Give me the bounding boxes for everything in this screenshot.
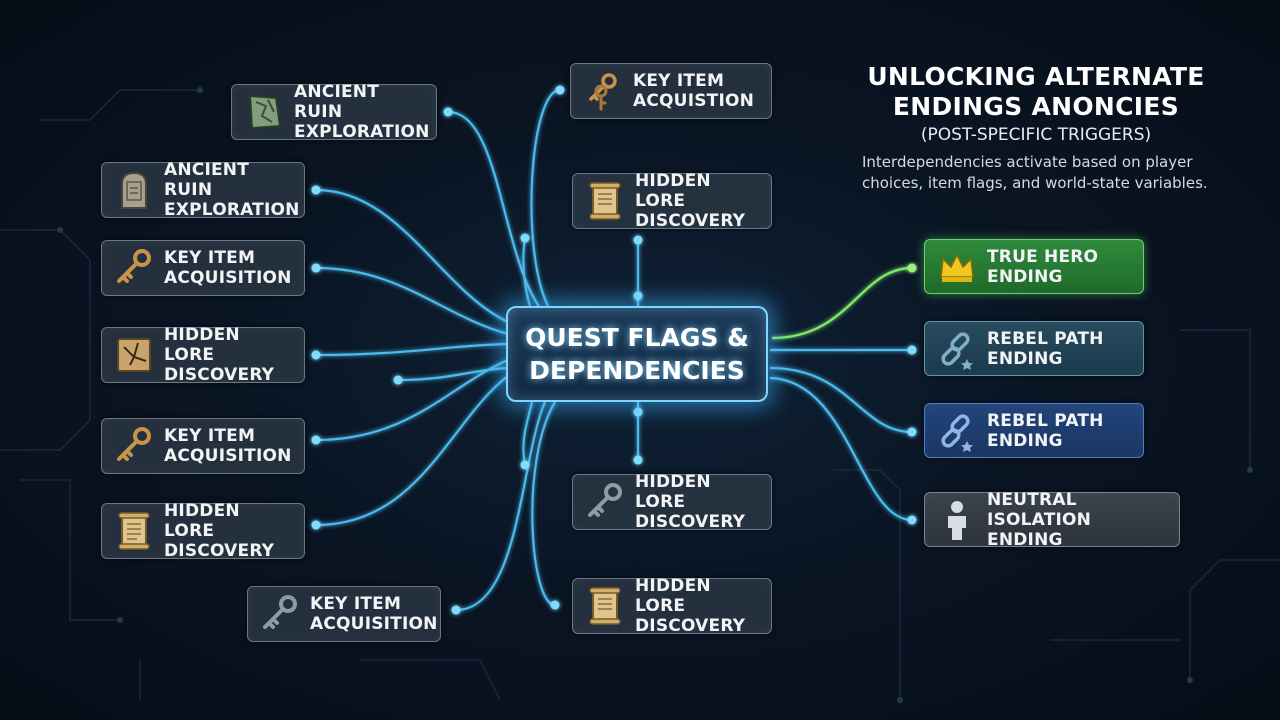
node-label: REBEL PATH ENDING xyxy=(987,328,1104,369)
input-node-key-item-2[interactable]: KEY ITEM ACQUISITION xyxy=(101,418,305,474)
node-label: REBEL PATH ENDING xyxy=(987,410,1104,451)
input-node-hidden-lore-1[interactable]: HIDDEN LORE DISCOVERY xyxy=(101,325,305,385)
input-node-key-item-1[interactable]: KEY ITEM ACQUISITION xyxy=(101,240,305,296)
broken-chain-icon xyxy=(935,327,979,371)
title-block: UNLOCKING ALTERNATE ENDINGS ANONCIES (PO… xyxy=(846,62,1226,146)
input-node-key-item-3[interactable]: KEY ITEM ACQUISITION xyxy=(247,586,441,642)
input-node-hidden-lore-top[interactable]: HIDDEN LORE DISCOVERY xyxy=(572,171,772,231)
node-label: ANCIENT RUIN EXPLORATION xyxy=(294,82,430,142)
quest-flags-hub[interactable]: QUEST FLAGS & DEPENDENCIES xyxy=(506,306,768,402)
input-node-hidden-lore-key[interactable]: HIDDEN LORE DISCOVERY xyxy=(572,472,772,532)
input-node-ancient-ruin-1[interactable]: ANCIENT RUIN EXPLORATION xyxy=(231,82,437,142)
ending-rebel-path-2[interactable]: REBEL PATH ENDING xyxy=(924,403,1144,458)
node-label: KEY ITEM ACQUISITION xyxy=(164,248,292,288)
input-node-key-item-top[interactable]: KEY ITEM ACQUISTION xyxy=(570,63,772,119)
hub-label: QUEST FLAGS & DEPENDENCIES xyxy=(525,323,749,385)
node-label: ANCIENT RUIN EXPLORATION xyxy=(164,160,300,220)
keys-icon xyxy=(581,69,625,113)
input-node-hidden-lore-bottom[interactable]: HIDDEN LORE DISCOVERY xyxy=(572,576,772,636)
key-icon xyxy=(583,480,627,524)
page-subtitle: (POST-SPECIFIC TRIGGERS) xyxy=(920,125,1152,145)
ending-true-hero[interactable]: TRUE HERO ENDING xyxy=(924,239,1144,294)
node-label: KEY ITEM ACQUISITION xyxy=(310,594,438,634)
ending-rebel-path-1[interactable]: REBEL PATH ENDING xyxy=(924,321,1144,376)
node-label: HIDDEN LORE DISCOVERY xyxy=(635,576,746,636)
ending-neutral-isolation[interactable]: NEUTRAL ISOLATION ENDING xyxy=(924,489,1180,550)
node-label: HIDDEN LORE DISCOVERY xyxy=(164,501,275,561)
node-label: KEY ITEM ACQUISTION xyxy=(633,71,755,111)
stone-tablet-icon xyxy=(242,90,286,134)
key-icon xyxy=(112,246,156,290)
node-label: KEY ITEM ACQUISITION xyxy=(164,426,292,466)
description-text: Interdependencies activate based on play… xyxy=(862,153,1208,192)
broken-chain-icon xyxy=(935,409,979,453)
scroll-icon xyxy=(112,509,156,553)
person-icon xyxy=(935,498,979,542)
node-label: HIDDEN LORE DISCOVERY xyxy=(635,171,746,231)
node-label: HIDDEN LORE DISCOVERY xyxy=(635,472,746,532)
scroll-icon xyxy=(583,584,627,628)
torn-map-icon xyxy=(112,333,156,377)
input-node-ancient-ruin-2[interactable]: ANCIENT RUIN EXPLORATION xyxy=(101,160,305,220)
crown-icon xyxy=(935,245,979,289)
node-label: NEUTRAL ISOLATION ENDING xyxy=(987,489,1092,550)
page-title: UNLOCKING ALTERNATE ENDINGS ANONCIES xyxy=(867,62,1205,121)
tombstone-icon xyxy=(112,168,156,212)
scroll-icon xyxy=(583,179,627,223)
node-label: HIDDEN LORE DISCOVERY xyxy=(164,325,275,385)
key-icon xyxy=(258,592,302,636)
key-icon xyxy=(112,424,156,468)
node-label: TRUE HERO ENDING xyxy=(987,246,1099,287)
input-node-hidden-lore-2[interactable]: HIDDEN LORE DISCOVERY xyxy=(101,501,305,561)
